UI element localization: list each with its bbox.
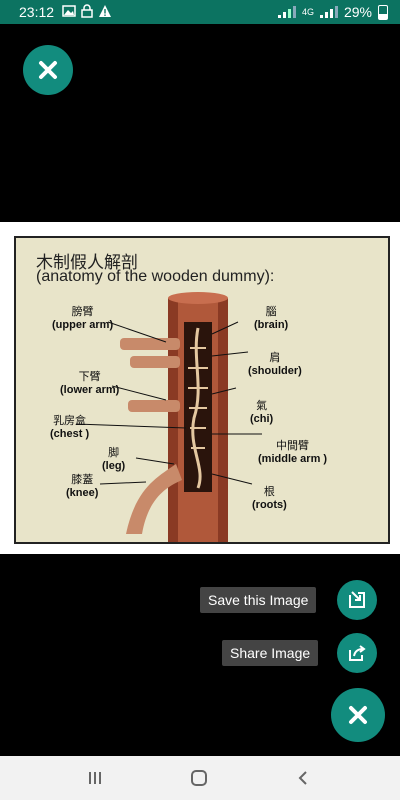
network-type: 4G [301,6,314,17]
notification-icons [62,4,112,18]
label-lower-arm-en: (lower arm) [60,384,120,396]
label-leg: 脚 (leg) [102,447,125,473]
label-brain-cn: 腦 [265,306,277,318]
close-icon [349,706,367,724]
save-image-button[interactable] [337,580,377,620]
label-chest-cn: 乳房盒 [53,415,87,427]
label-shoulder-en: (shoulder) [248,365,302,377]
lock-icon [81,4,93,18]
label-chi: 氣 (chi) [250,400,273,426]
label-roots-cn: 根 [263,486,275,498]
status-bar: 23:12 4G 29% [0,0,400,24]
label-upper-arm-cn: 膀臂 [71,306,94,318]
warning-icon [99,5,111,17]
label-upper-arm-en: (upper arm) [52,319,114,331]
label-chest-en: (chest ) [50,428,90,440]
save-icon [349,591,365,608]
label-brain: 腦 (brain) [254,306,288,332]
close-button-top[interactable] [23,45,73,95]
battery-icon [378,4,388,20]
system-navigation-bar [0,756,400,800]
label-upper-arm: 膀臂 (upper arm) [52,306,113,332]
share-image-label[interactable]: Share Image [222,640,319,666]
back-button[interactable] [291,768,315,788]
image-title: 木制假人解剖 [36,253,138,272]
share-image-button[interactable] [337,633,377,673]
label-knee-en: (knee) [66,487,99,499]
label-knee: 膝蓋 (knee) [66,474,98,500]
close-icon [39,61,57,79]
status-time: 23:12 [19,4,55,20]
label-chest: 乳房盒 (chest ) [50,415,89,441]
label-chi-cn: 氣 [256,400,268,412]
label-leg-cn: 脚 [108,447,120,459]
label-chi-en: (chi) [250,413,274,425]
image-icon [62,5,76,17]
signal-icon-2 [319,6,338,18]
share-icon [349,645,366,661]
label-shoulder: 肩 (shoulder) [248,352,302,378]
close-menu-button[interactable] [331,688,385,742]
label-roots-en: (roots) [252,499,287,511]
signal-icon [277,6,296,18]
diagram-image [14,236,390,544]
label-leg-en: (leg) [102,460,126,472]
recent-apps-icon [89,772,101,784]
image-preview [0,222,400,554]
label-middle-arm: 中間臂 (middle arm ) [258,440,327,466]
label-middle-arm-cn: 中間臂 [276,440,310,452]
label-middle-arm-en: (middle arm ) [258,453,328,465]
dummy-illustration [75,292,262,542]
status-right: 4G 29% [277,4,388,20]
label-roots: 根 (roots) [252,486,287,512]
label-knee-cn: 膝蓋 [71,474,94,486]
save-image-label[interactable]: Save this Image [200,587,317,613]
recent-apps-button[interactable] [83,768,107,788]
label-lower-arm-cn: 下臂 [78,371,101,383]
label-lower-arm: 下臂 (lower arm) [60,371,119,397]
home-icon [191,770,207,786]
label-brain-en: (brain) [254,319,289,331]
back-icon [298,771,307,785]
battery-percent: 29% [343,4,372,20]
home-button[interactable] [187,768,211,788]
image-subtitle: (anatomy of the wooden dummy): [36,268,275,285]
label-shoulder-cn: 肩 [269,352,281,364]
